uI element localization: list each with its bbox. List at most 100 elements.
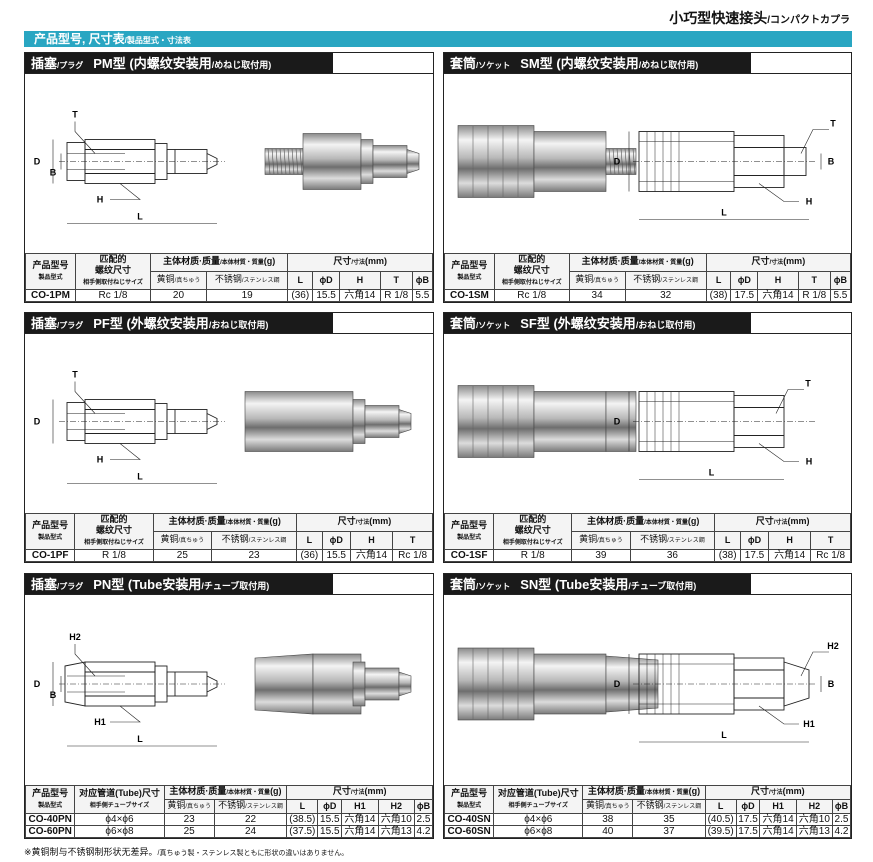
- value-cell: ϕ4×ϕ6: [74, 813, 165, 826]
- col-material-unit: (g): [263, 256, 276, 266]
- col-dim: L: [286, 799, 319, 814]
- col-brass: 黄铜/真ちゅう: [149, 271, 208, 290]
- value-cell: (36): [295, 549, 323, 562]
- product-photo: [457, 647, 659, 721]
- col-model: 产品型号製品型式: [24, 513, 76, 550]
- model-cell: CO-1SF: [443, 549, 495, 562]
- col-stainless-sub: /ステンレス鋼: [245, 804, 283, 810]
- value-cell: Rc 1/8: [75, 289, 151, 302]
- panel-type-tag: 插塞/プラグ: [25, 313, 90, 333]
- value-cell: 六角10: [377, 813, 415, 826]
- dim-label-d: D: [614, 417, 621, 427]
- line-drawing: [633, 131, 817, 192]
- col-stainless-label: 不锈钢: [633, 274, 661, 284]
- value-cell: 六角13: [795, 825, 833, 838]
- col-stainless: 不锈钢/ステンレス鋼: [624, 271, 707, 290]
- col-model: 产品型号製品型式: [24, 785, 76, 814]
- col-thread-label2: 螺纹尺寸: [95, 525, 132, 535]
- col-material-unit: (g): [687, 516, 700, 526]
- col-model-sub: 製品型式: [38, 274, 63, 281]
- col-stainless-label: 不锈钢: [218, 800, 246, 810]
- col-thread-sub: 相手側取付ねじサイズ: [84, 540, 144, 546]
- col-dim: ϕD: [321, 531, 351, 550]
- col-thread-label: 匹配的: [99, 254, 127, 264]
- dim-label-l: L: [709, 468, 715, 478]
- type-label-sub: /ソケット: [476, 321, 511, 330]
- col-material-sub: /本体材質・質量: [644, 520, 688, 526]
- col-material: 主体材质·质量/本体材質・質量(g): [163, 785, 288, 800]
- col-dim: ϕD: [735, 799, 761, 814]
- col-model-sub: 製品型式: [38, 534, 63, 541]
- model-cell: CO-60PN: [24, 825, 76, 838]
- col-brass: 黄铜/真ちゅう: [163, 799, 215, 814]
- col-model: 产品型号製品型式: [444, 253, 495, 290]
- col-brass-sub: /真ちゅう: [593, 278, 619, 284]
- dimension-lines: [52, 381, 217, 484]
- col-material-label: 主体材质·质量: [587, 786, 645, 796]
- col-material-label: 主体材质·质量: [169, 786, 227, 796]
- col-model: 产品型号製品型式: [443, 513, 495, 550]
- dim-label-b: B: [828, 679, 835, 689]
- model-cell: CO-1PF: [24, 549, 76, 562]
- dim-label-b: B: [50, 690, 57, 700]
- dim-label-d: D: [34, 157, 41, 167]
- value-cell: 19: [206, 289, 289, 302]
- col-dims-unit: (mm): [787, 516, 810, 526]
- model-name: PF型 (外螺纹安装用: [93, 316, 209, 331]
- col-stainless-label: 不锈钢: [640, 534, 668, 544]
- col-stainless-label: 不锈钢: [214, 274, 242, 284]
- col-brass: 黄铜/真ちゅう: [571, 531, 631, 550]
- value-cell: Rc 1/8: [810, 549, 851, 562]
- value-cell: (38): [714, 549, 742, 562]
- value-cell: ϕ6×ϕ8: [493, 825, 584, 838]
- value-cell: 25: [152, 549, 213, 562]
- table-header-row: 产品型号製品型式对应管道(Tube)尺寸相手側チューブサイズ主体材质·质量/本体…: [443, 785, 852, 814]
- col-material-label: 主体材质·质量: [163, 256, 221, 266]
- panel-type-tag: 插塞/プラグ: [25, 53, 90, 73]
- col-dims-unit: (mm): [782, 786, 805, 796]
- col-dims-sub: /寸法: [355, 520, 370, 526]
- col-model: 产品型号製品型式: [25, 253, 76, 290]
- line-drawing: [59, 399, 225, 444]
- dim-label-d: D: [34, 679, 41, 689]
- col-dims-unit: (mm): [365, 256, 388, 266]
- dim-label-h: H: [97, 455, 104, 465]
- col-dims-sub: /寸法: [351, 260, 366, 266]
- col-dimensions: 尺寸/寸法(mm): [287, 253, 433, 272]
- col-connection: 匹配的螺纹尺寸相手側取付ねじサイズ: [75, 253, 151, 290]
- col-dims-sub: /寸法: [350, 790, 365, 796]
- col-dim: ϕB: [831, 799, 852, 814]
- line-drawing: [633, 653, 817, 715]
- model-name-sub: /めねじ取付用): [211, 60, 272, 70]
- product-photo: [244, 391, 412, 452]
- col-connection: 对应管道(Tube)尺寸相手側チューブサイズ: [74, 785, 165, 814]
- col-model-sub: 製品型式: [457, 802, 482, 809]
- value-cell: 32: [624, 289, 707, 302]
- dimension-lines: [52, 121, 217, 224]
- type-label: 套筒: [450, 316, 477, 331]
- type-label: 插塞: [31, 577, 58, 592]
- type-label: 插塞: [31, 316, 58, 331]
- value-cell: (40.5): [704, 813, 737, 826]
- col-brass-sub: /真ちゅう: [597, 538, 623, 544]
- col-dims-unit: (mm): [364, 786, 387, 796]
- table-header-row: 产品型号製品型式匹配的螺纹尺寸相手側取付ねじサイズ主体材质·质量/本体材質・質量…: [443, 513, 851, 550]
- header-spacer: [751, 53, 851, 73]
- col-brass-label: 黄铜: [167, 800, 186, 810]
- model-name: SF型 (外螺纹安装用: [520, 316, 636, 331]
- col-thread-label2: 螺纹尺寸: [514, 525, 551, 535]
- dim-label-h: H: [806, 457, 813, 467]
